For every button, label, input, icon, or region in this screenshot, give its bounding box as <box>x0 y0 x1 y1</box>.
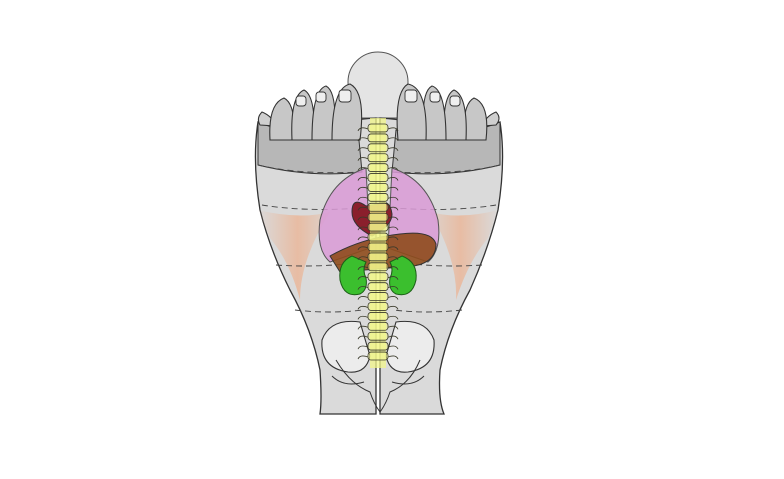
vertebra <box>367 163 389 172</box>
vertebra-process <box>357 236 399 241</box>
vertebra <box>367 242 389 252</box>
vertebra <box>367 193 389 202</box>
vertebra-process <box>357 137 399 142</box>
kidneys <box>339 255 417 296</box>
vertebra <box>367 252 389 262</box>
vertebra-process <box>357 157 399 161</box>
vertebra <box>367 282 389 291</box>
vertebra-process <box>357 196 399 201</box>
vertebra <box>367 153 389 163</box>
vertebra-process <box>357 286 399 290</box>
vertebra-process <box>357 335 399 340</box>
vertebra-process <box>357 127 399 132</box>
vertebra-process <box>357 226 399 231</box>
right-toes <box>396 83 500 141</box>
vertebra-process <box>357 206 399 211</box>
vertebra-process <box>357 167 399 171</box>
vertebra <box>367 173 389 182</box>
vertebra <box>367 212 389 222</box>
vertebra <box>367 341 389 351</box>
vertebra-process <box>357 325 399 330</box>
vertebra-process <box>357 266 399 270</box>
vertebra-process <box>357 256 399 261</box>
vertebra-process <box>357 186 399 191</box>
vertebra-process <box>357 246 399 251</box>
vertebra <box>367 262 389 272</box>
vertebra <box>367 202 389 212</box>
vertebra <box>367 272 389 282</box>
vertebra-process <box>357 296 399 300</box>
vertebra-process <box>357 216 399 221</box>
vertebra <box>367 312 389 321</box>
vertebra <box>367 133 389 143</box>
vertebra <box>367 123 389 133</box>
vertebra-process <box>357 177 399 181</box>
vertebra <box>367 183 389 192</box>
vertebra <box>367 321 389 331</box>
vertebra <box>367 143 389 153</box>
left-toes <box>257 83 363 141</box>
vertebra-process <box>357 276 399 280</box>
pelvis <box>321 320 435 413</box>
vertebra-process <box>357 315 399 320</box>
vertebra-process <box>357 305 399 310</box>
vertebra <box>367 222 389 232</box>
vertebra <box>367 232 389 242</box>
vertebra <box>367 331 389 341</box>
vertebra-process <box>357 345 399 350</box>
vertebra-process <box>357 147 399 151</box>
spine <box>357 118 399 368</box>
vertebra <box>367 351 389 361</box>
vertebra <box>367 292 389 301</box>
vertebra-process <box>357 355 399 360</box>
vertebra <box>367 302 389 311</box>
